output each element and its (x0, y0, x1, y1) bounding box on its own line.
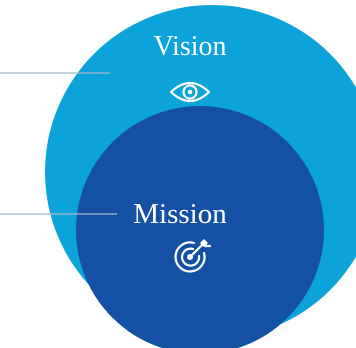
vision-label: Vision (153, 31, 227, 62)
mission-label: Mission (133, 198, 227, 230)
inner-circle-mission (76, 106, 324, 348)
target-arrow-icon (174, 239, 212, 273)
eye-icon (169, 81, 211, 103)
